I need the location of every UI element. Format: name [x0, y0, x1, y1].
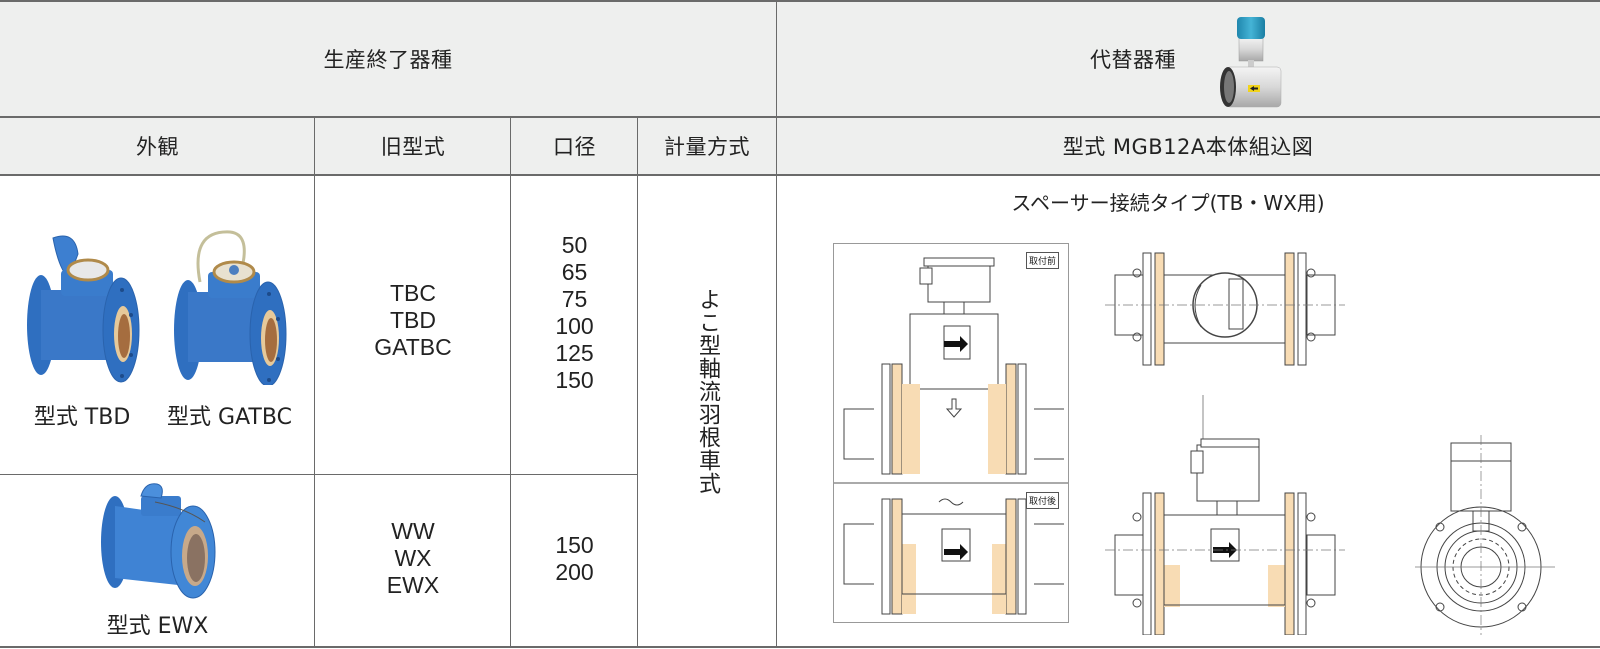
top-view-drawing — [1105, 245, 1345, 370]
appearance-label: 外観 — [136, 135, 179, 159]
border-header-bottom — [0, 174, 1600, 176]
old-model-item: WW — [391, 517, 435, 544]
replacement-header: 代替器種 — [776, 0, 1600, 117]
meter-item-gatbc: 型式 GATBC — [167, 229, 292, 431]
replacement-title: 代替器種 — [1090, 47, 1176, 72]
side-view-drawing — [1105, 395, 1345, 636]
water-meter-gatbc-photo — [174, 229, 287, 385]
header-row-2 — [0, 117, 1600, 175]
front-view-icon — [1415, 435, 1555, 635]
installation-diagram: 取付前 取付後 — [833, 243, 1069, 623]
border-section-divider — [776, 0, 777, 648]
meter-caption-gatbc: 型式 GATBC — [167, 404, 292, 430]
old-model-item: TBD — [390, 306, 436, 333]
after-install-label: 取付後 — [1026, 492, 1060, 509]
row1-old-models: TBC TBD GATBC — [315, 175, 511, 475]
discontinued-header: 生産終了器種 — [0, 0, 776, 117]
meter-caption-ewx: 型式 EWX — [106, 614, 209, 639]
diameter-item: 125 — [555, 340, 594, 366]
diameter-list: 150 200 — [555, 532, 593, 586]
border-bottom — [0, 646, 1600, 648]
col-header-old-model: 旧型式 — [315, 117, 511, 175]
assembly-drawing-label: 型式 MGB12A本体組込図 — [1062, 135, 1314, 159]
diameter-item: 100 — [555, 313, 594, 339]
col-header-appearance: 外観 — [0, 117, 315, 175]
old-model-item: WX — [394, 544, 432, 571]
row1-diameters: 50 65 75 100 125 150 — [511, 175, 638, 475]
col-header-diameter: 口径 — [511, 117, 638, 175]
measurement-method-cell: よこ型軸流羽根車式 — [638, 175, 776, 647]
border-col-3 — [637, 117, 638, 648]
row2-old-models: WW WX EWX — [315, 475, 511, 647]
row1-appearance: 型式 TBD 型式 GATBC — [0, 175, 315, 475]
water-meter-ewx-photo — [101, 483, 216, 599]
top-view-icon — [1105, 252, 1345, 366]
old-model-item: EWX — [386, 571, 440, 598]
old-model-item: GATBC — [374, 333, 452, 360]
col-header-drawing: 型式 MGB12A本体組込図 — [776, 117, 1600, 175]
diameter-item: 75 — [561, 286, 588, 312]
header-row-1 — [0, 0, 1600, 117]
old-model-label: 旧型式 — [380, 135, 446, 159]
old-model-list: WW WX EWX — [387, 518, 439, 599]
border-top — [0, 0, 1600, 2]
border-col-1 — [314, 117, 315, 648]
meter-item-tbd: 型式 TBD — [23, 230, 141, 431]
diameter-item: 65 — [561, 259, 588, 285]
diameter-label: 口径 — [553, 135, 596, 159]
border-col-2 — [510, 117, 511, 648]
assembly-drawing-cell: スペーサー接続タイプ(TB・WX用) — [776, 175, 1600, 647]
flowmeter-product-icon — [1206, 9, 1286, 109]
diameter-list: 50 65 75 100 125 150 — [555, 232, 593, 394]
old-model-item: TBC — [390, 279, 436, 306]
measurement-method-value: よこ型軸流羽根車式 — [695, 287, 720, 495]
meter-caption-tbd: 型式 TBD — [33, 404, 131, 430]
col-header-measurement: 計量方式 — [638, 117, 776, 175]
diameter-item: 150 — [555, 532, 594, 558]
diameter-item: 200 — [555, 559, 594, 585]
diameter-item: 50 — [561, 232, 588, 258]
before-install-label: 取付前 — [1026, 252, 1060, 269]
border-row-divider — [0, 474, 638, 475]
border-header-divider — [0, 116, 1600, 118]
diameter-item: 150 — [555, 367, 594, 393]
front-view-drawing — [1415, 435, 1555, 635]
old-model-list: TBC TBD GATBC — [374, 280, 452, 361]
drawing-title: スペーサー接続タイプ(TB・WX用) — [1011, 191, 1325, 215]
row2-diameters: 150 200 — [511, 475, 638, 647]
measurement-method-label: 計量方式 — [664, 135, 750, 159]
side-view-icon — [1105, 395, 1345, 636]
water-meter-tbd-photo — [27, 235, 140, 382]
discontinued-title: 生産終了器種 — [323, 47, 453, 72]
row2-appearance: 型式 EWX — [0, 475, 315, 647]
